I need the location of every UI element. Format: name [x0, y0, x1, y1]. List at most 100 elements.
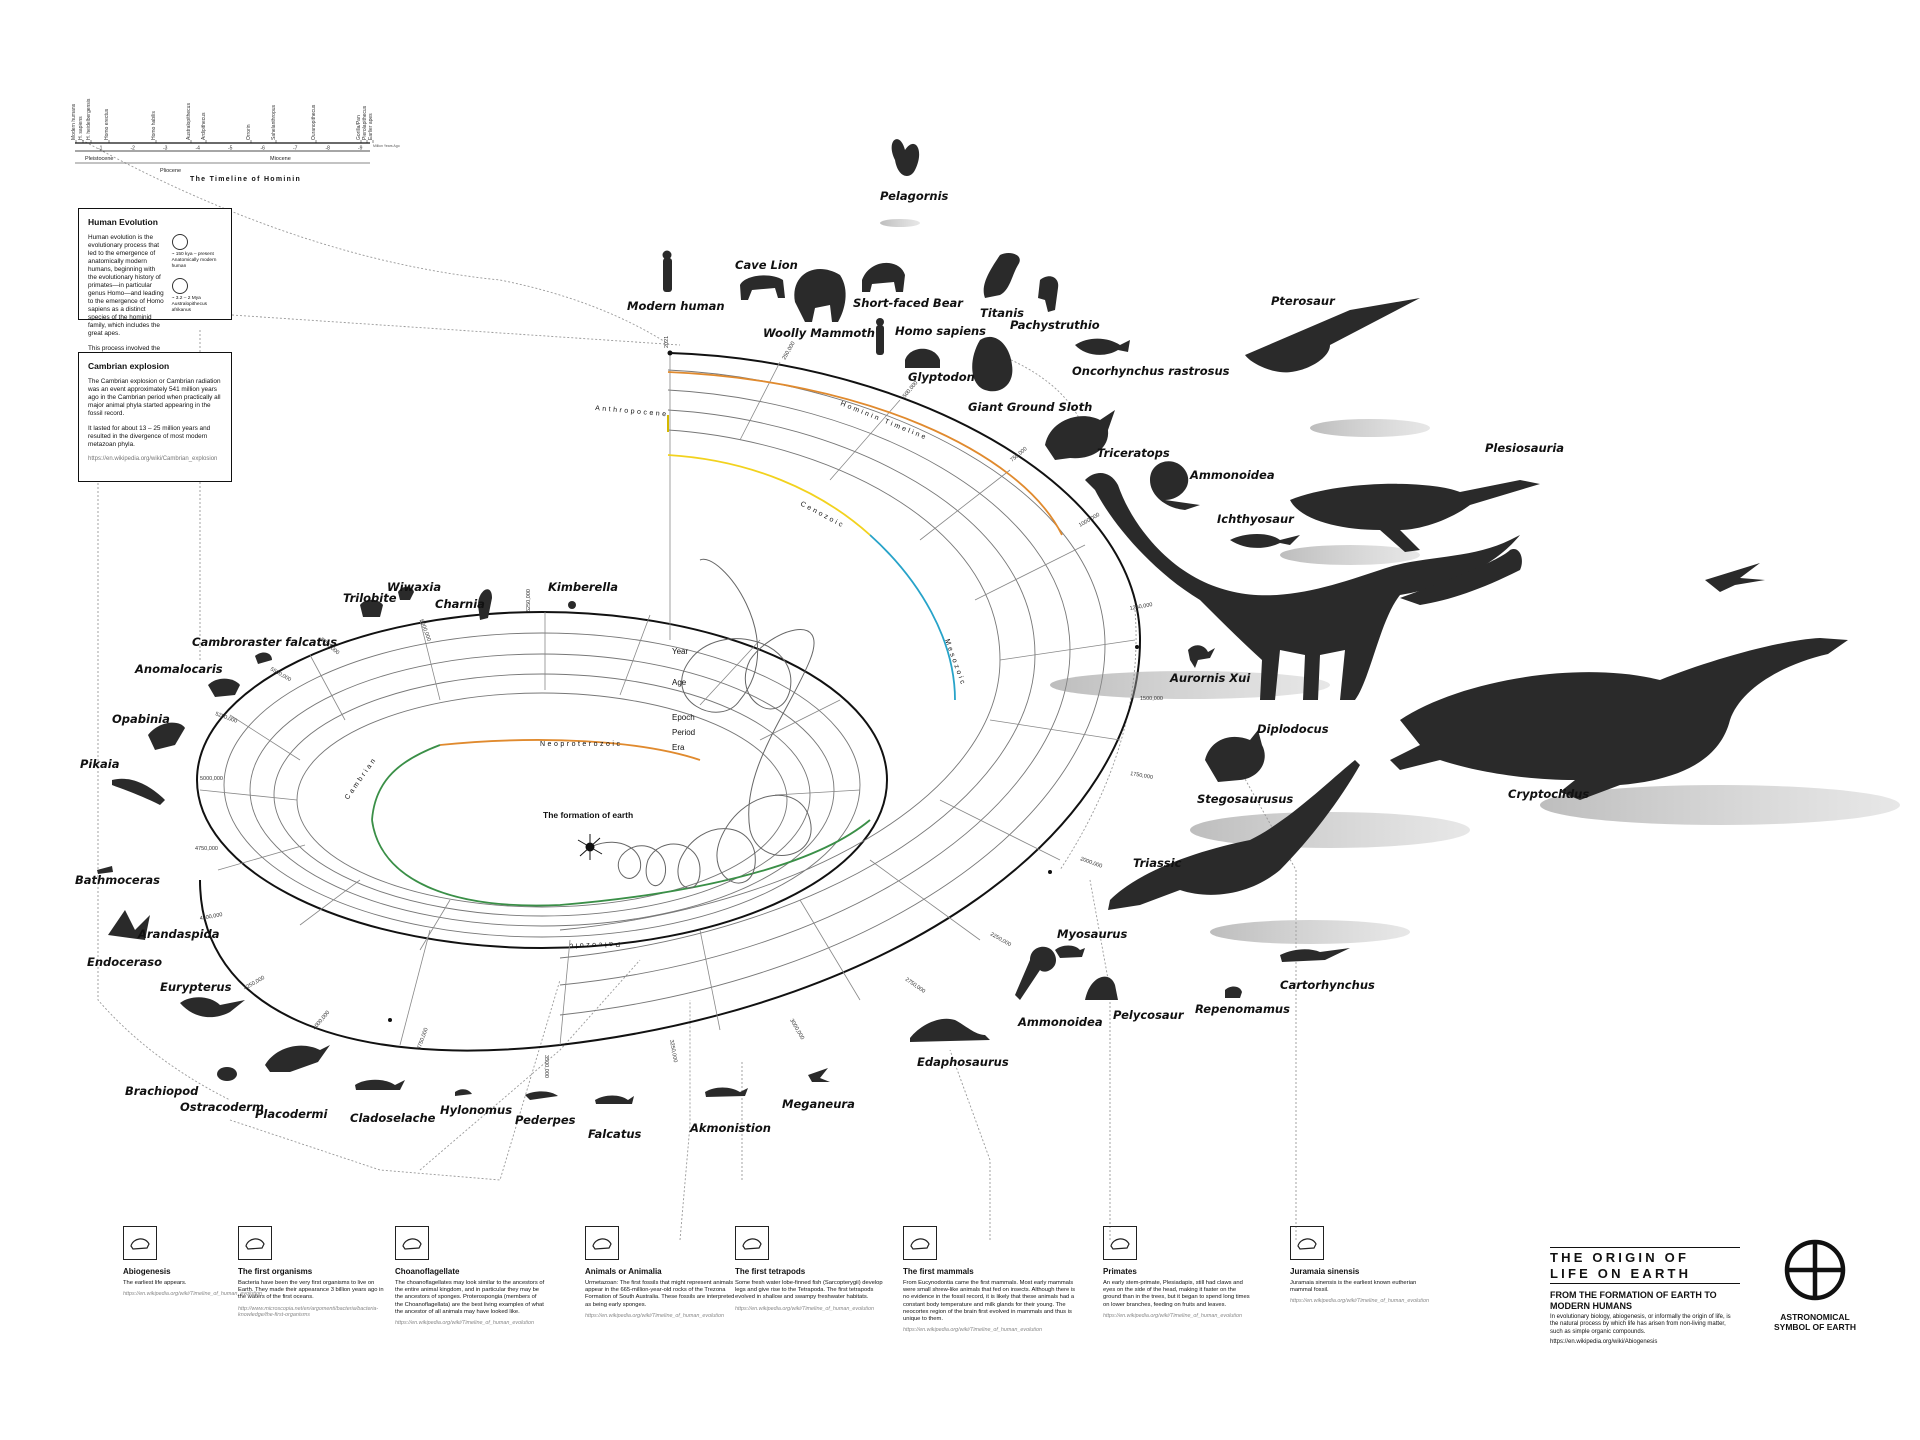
triassic-icon [1108, 760, 1360, 910]
main-title-line-1: THE ORIGIN OF [1550, 1250, 1690, 1265]
human-evolution-body: Human evolution is the evolutionary proc… [88, 234, 164, 337]
stegosaurus-icon [1205, 730, 1265, 782]
year-tick: 4250,000 [243, 975, 266, 992]
hominin-species: Pierolapithecus [362, 105, 368, 140]
woolly-mammoth-icon [794, 269, 846, 322]
short-faced-bear-icon [862, 262, 905, 292]
hominin-tick: -6 [261, 146, 266, 152]
milestone-title: Primates [1103, 1267, 1137, 1276]
milestone-source: https://en.wikipedia.org/wiki/Timeline_o… [1290, 1298, 1429, 1305]
era-arcs [371, 371, 1063, 907]
year-tick: 1500,000 [1140, 696, 1163, 702]
spiral-grid [199, 353, 1136, 1046]
pelycosaur-icon [1085, 976, 1118, 1000]
trilobite-icon [360, 599, 383, 617]
center-label: The formation of earth [543, 810, 633, 820]
human-evolution-note-1: ~ 150 kya – present Anatomically modern … [171, 252, 217, 269]
hominin-species: Sahelanthropus [271, 104, 277, 140]
meganeura-icon [808, 1068, 830, 1082]
ammonoidea-2-icon [1015, 946, 1057, 1000]
ichthyosaur-icon [1230, 534, 1300, 548]
repenomamus-icon [1225, 986, 1242, 998]
label-cave-lion: Cave Lion [735, 258, 798, 272]
label-trilobite: Trilobite [343, 591, 397, 605]
era-label-paleozoic: Paleozoic [567, 940, 620, 949]
cartorhynchus-icon [1280, 948, 1350, 962]
milestone-body: An early stem-primate, Plesiadapis, stil… [1103, 1280, 1250, 1308]
label-edaphosaurus: Edaphosaurus [917, 1055, 1009, 1069]
bacteria-icon [238, 1226, 272, 1260]
hylonomus-icon [455, 1089, 472, 1096]
year-tick: 4000,000 [312, 1010, 331, 1031]
milestone-title: The first organisms [238, 1267, 313, 1276]
era-label-cenozoic: Cenozoic [799, 501, 846, 530]
formation-burst [577, 834, 603, 860]
year-tick: 1750,000 [1130, 771, 1154, 781]
anomalocaris-icon [208, 678, 240, 697]
milestone-title: Choanoflagellate [395, 1267, 460, 1276]
label-placodermi: Placodermi [255, 1107, 328, 1121]
subtitle: FROM THE FORMATION OF EARTH TO MODERN HU… [1550, 1290, 1717, 1311]
label-opabinia: Opabinia [112, 712, 170, 726]
hominin-species: Orrorin [246, 124, 252, 140]
hominin-species: H. sapiens [78, 116, 84, 140]
label-cambroraster: Cambroraster falcatus [192, 635, 338, 649]
milestone-body: Urmetazoan: The first fossils that might… [585, 1280, 735, 1308]
label-repenomamus: Repenomamus [1195, 1002, 1290, 1016]
pelagornis-icon [891, 139, 920, 176]
label-ammonoidea-2: Ammonoidea [1018, 1015, 1103, 1029]
label-ichthyosaur: Ichthyosaur [1217, 512, 1294, 526]
diplodocus-tail [1400, 549, 1522, 605]
year-tick: 3500,000 [543, 1055, 549, 1078]
label-triassic: Triassic [1133, 856, 1182, 870]
glyptodon-icon [905, 348, 940, 368]
aurornis-icon [1188, 645, 1215, 668]
hominin-epoch: Pliocene [160, 168, 181, 174]
triceratops-icon [1045, 410, 1115, 460]
giant-ground-sloth-icon [972, 336, 1013, 392]
label-arandaspida: Arandaspida [138, 927, 220, 941]
flying-reptile-icon [1705, 563, 1765, 592]
leader-lines [81, 139, 1297, 1241]
hominin-tick: -3 [163, 146, 168, 152]
year-tick: 3750,000 [416, 1027, 429, 1051]
milestone-source: https://en.wikipedia.org/wiki/Timeline_o… [903, 1327, 1042, 1334]
label-anomalocaris: Anomalocaris [135, 662, 223, 676]
label-cryptoclidus: Cryptoclidus [1508, 787, 1590, 801]
bathmoceras-icon [97, 866, 113, 874]
hominin-species: Homo erectus [104, 108, 110, 140]
opabinia-icon [148, 722, 185, 750]
cambrian-source: https://en.wikipedia.org/wiki/Cambrian_e… [88, 456, 218, 462]
era-label-hominin: Hominin Timeline [839, 400, 928, 442]
label-akmonistion: Akmonistion [690, 1121, 771, 1135]
label-bathmoceras: Bathmoceras [75, 873, 160, 887]
cave-lion-icon [740, 275, 785, 300]
hominin-axis-unit: Million Years Ago [373, 144, 400, 148]
cenozoic-arc [667, 454, 871, 536]
modern-human-skull-icon [171, 234, 188, 250]
year-tick: 2750,000 [904, 977, 926, 995]
milestone-body: The earliest life appears. [123, 1280, 187, 1286]
tick-marks [388, 350, 1139, 1022]
label-pachystruthio: Pachystruthio [1010, 318, 1100, 332]
era-label-cambrian: Cambrian [344, 756, 379, 801]
year-tick: 3250,000 [668, 1039, 678, 1063]
neoproterozoic-arc [439, 739, 701, 761]
hominin-tick: -7 [293, 146, 298, 152]
human-evolution-title: Human Evolution [88, 217, 158, 227]
hominin-tick-labels: -1-2-3-4-5-6-7-8-9 [98, 146, 363, 152]
wiwaxia-icon [398, 586, 414, 600]
cambrian-body-2: It lasted for about 13 – 25 million year… [88, 425, 211, 448]
year-tick: 6250,000 [526, 589, 532, 612]
spiral-rings [196, 352, 1142, 1052]
year-tick: 2250,000 [989, 932, 1012, 949]
human-evolution-box: Human Evolution Human evolution is the e… [78, 208, 232, 416]
modern-human-icon [663, 258, 672, 292]
mammal-icon [903, 1226, 937, 1260]
label-pterosaur: Pterosaur [1271, 294, 1335, 308]
